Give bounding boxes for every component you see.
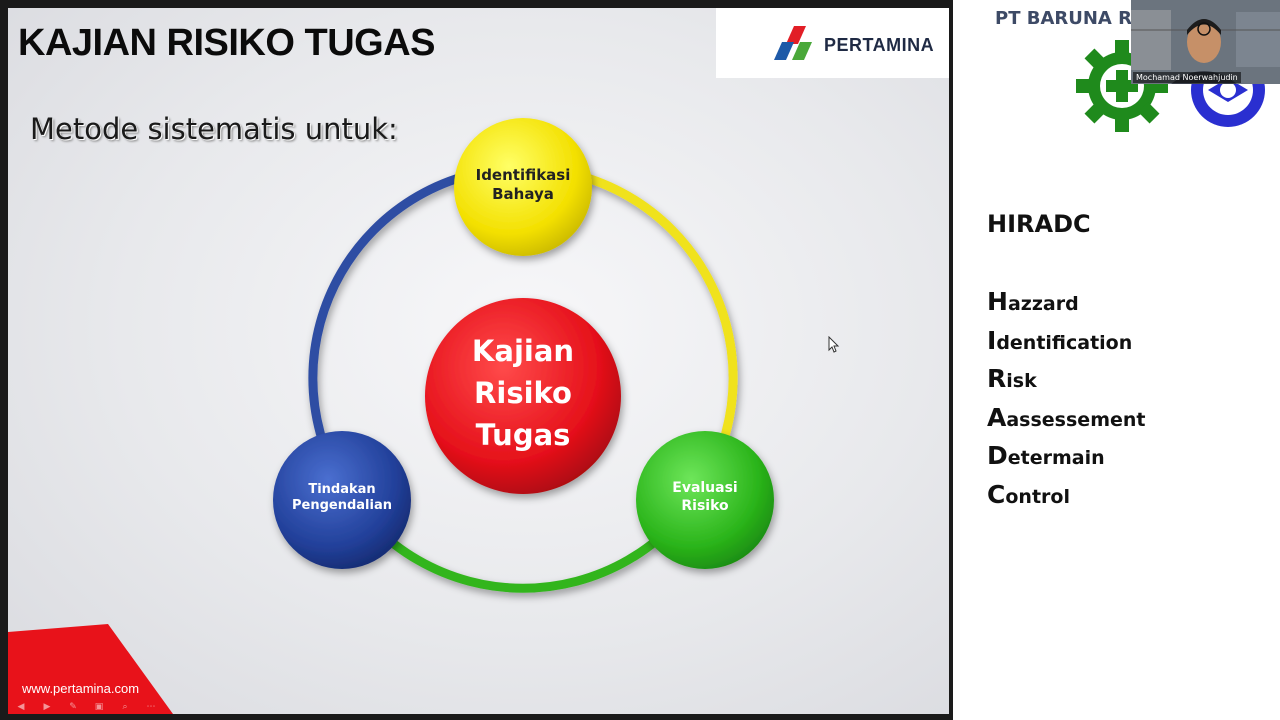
node-identifikasi-circle — [454, 118, 592, 256]
prev-slide-icon[interactable]: ◀ — [17, 702, 25, 712]
next-slide-icon[interactable]: ▶ — [43, 702, 51, 712]
node-evaluasi-label: Evaluasi Risiko — [672, 480, 738, 514]
pertamina-logo-text: PERTAMINA — [824, 35, 935, 55]
node-tindakan-label: Tindakan Pengendalian — [292, 482, 392, 514]
mouse-cursor-icon — [828, 336, 840, 353]
slide-title: KAJIAN RISIKO TUGAS — [18, 22, 435, 64]
slide-frame: KAJIAN RISIKO TUGAS PERTAMINA Metode sis… — [0, 0, 953, 720]
node-identifikasi-label: Identifikasi Bahaya — [475, 166, 571, 203]
hiradc-item-control: Control — [987, 479, 1070, 509]
pen-icon[interactable]: ✎ — [69, 702, 77, 712]
hiradc-item-hazzard: Hazzard — [987, 287, 1079, 316]
node-tindakan-circle — [273, 431, 411, 569]
risk-cycle-diagram — [273, 118, 774, 593]
hiradc-item-aassessement: Aassessement — [987, 402, 1146, 432]
center-label: Kajian Risiko Tugas — [471, 334, 575, 453]
red-corner-shape — [8, 624, 173, 714]
slideshow-toolbar: ◀ ▶ ✎ ▣ ⌕ ⋯ — [14, 702, 158, 712]
participant-name: Mochamad Noerwahjudin — [1133, 72, 1241, 83]
pertamina-logo-icon — [774, 26, 812, 60]
presentation-slide: KAJIAN RISIKO TUGAS PERTAMINA Metode sis… — [8, 8, 949, 714]
slide-subtitle: Metode sistematis untuk: — [30, 112, 398, 146]
footer-url: www.pertamina.com — [22, 681, 140, 696]
hiradc-item-determain: Determain — [987, 441, 1105, 470]
hiradc-item-risk: Risk — [987, 364, 1037, 393]
company-name: PT BARUNA R — [995, 8, 1132, 29]
participant-video[interactable]: Mochamad Noerwahjudin — [1131, 0, 1280, 84]
hiradc-item-identification: Identification — [987, 325, 1133, 355]
hiradc-title: HIRADC — [987, 210, 1091, 238]
node-evaluasi-circle — [636, 431, 774, 569]
center-circle — [425, 298, 621, 494]
more-options-icon[interactable]: ⋯ — [146, 702, 156, 712]
hiradc-list: Hazzard Identification Risk Aassessement… — [987, 287, 1145, 518]
pertamina-logo: PERTAMINA — [716, 8, 949, 78]
slides-icon[interactable]: ▣ — [94, 702, 104, 712]
zoom-icon[interactable]: ⌕ — [122, 702, 128, 712]
